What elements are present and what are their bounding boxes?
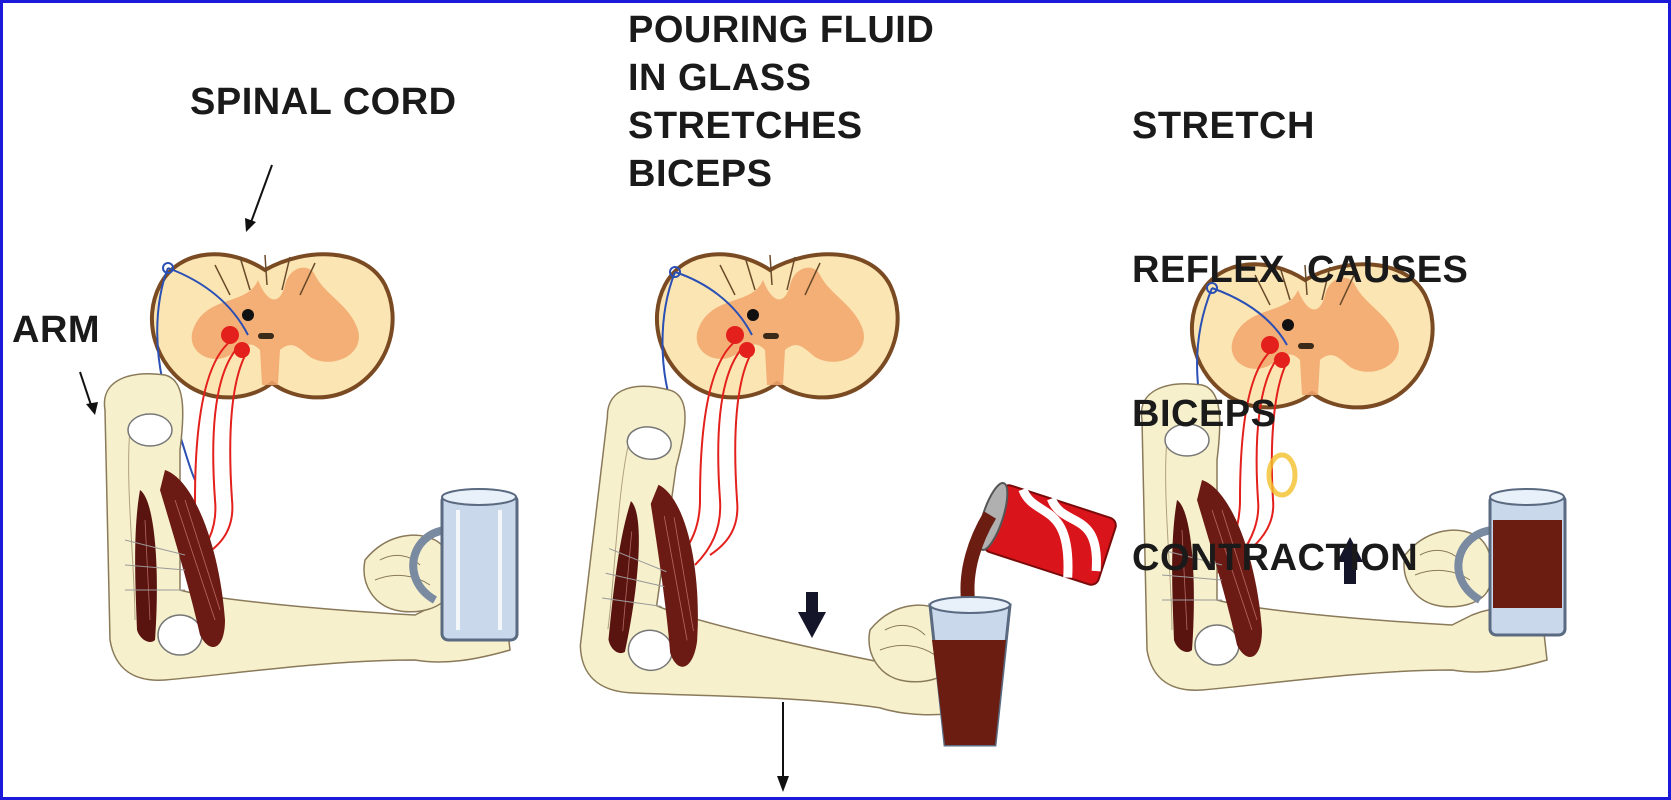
panel3-caption-line: STRETCH bbox=[1132, 102, 1468, 150]
panel2-caption-line: BICEPS bbox=[628, 150, 934, 198]
panel3-caption-line: CONTRACTION bbox=[1132, 534, 1468, 582]
arm-pointer bbox=[80, 372, 92, 408]
filling-glass bbox=[930, 597, 1010, 745]
spinal-cord-cross-section-2 bbox=[657, 254, 898, 397]
spinal-cord-label: SPINAL CORD bbox=[190, 78, 457, 126]
panel3-caption: STRETCH REFLEX CAUSES BICEPS CONTRACTION bbox=[1132, 6, 1468, 630]
arm-label: ARM bbox=[12, 306, 100, 354]
spinal-cord-pointer bbox=[250, 165, 272, 225]
down-arrow-icon bbox=[798, 592, 826, 638]
pouring-can bbox=[973, 480, 1118, 587]
panel2-caption: POURING FLUID IN GLASS STRETCHES BICEPS bbox=[628, 6, 934, 198]
fluid-stream bbox=[967, 515, 990, 600]
panel3-caption-line: BICEPS bbox=[1132, 390, 1468, 438]
panel2-caption-line: STRETCHES bbox=[628, 102, 934, 150]
panel2-caption-line: POURING FLUID bbox=[628, 6, 934, 54]
panel2-caption-line: IN GLASS bbox=[628, 54, 934, 102]
stretch-direction-arrow bbox=[777, 702, 789, 792]
panel3-caption-line: REFLEX CAUSES bbox=[1132, 246, 1468, 294]
panel-2 bbox=[569, 254, 1118, 792]
panel-1 bbox=[80, 165, 517, 680]
hand-1 bbox=[364, 535, 452, 612]
